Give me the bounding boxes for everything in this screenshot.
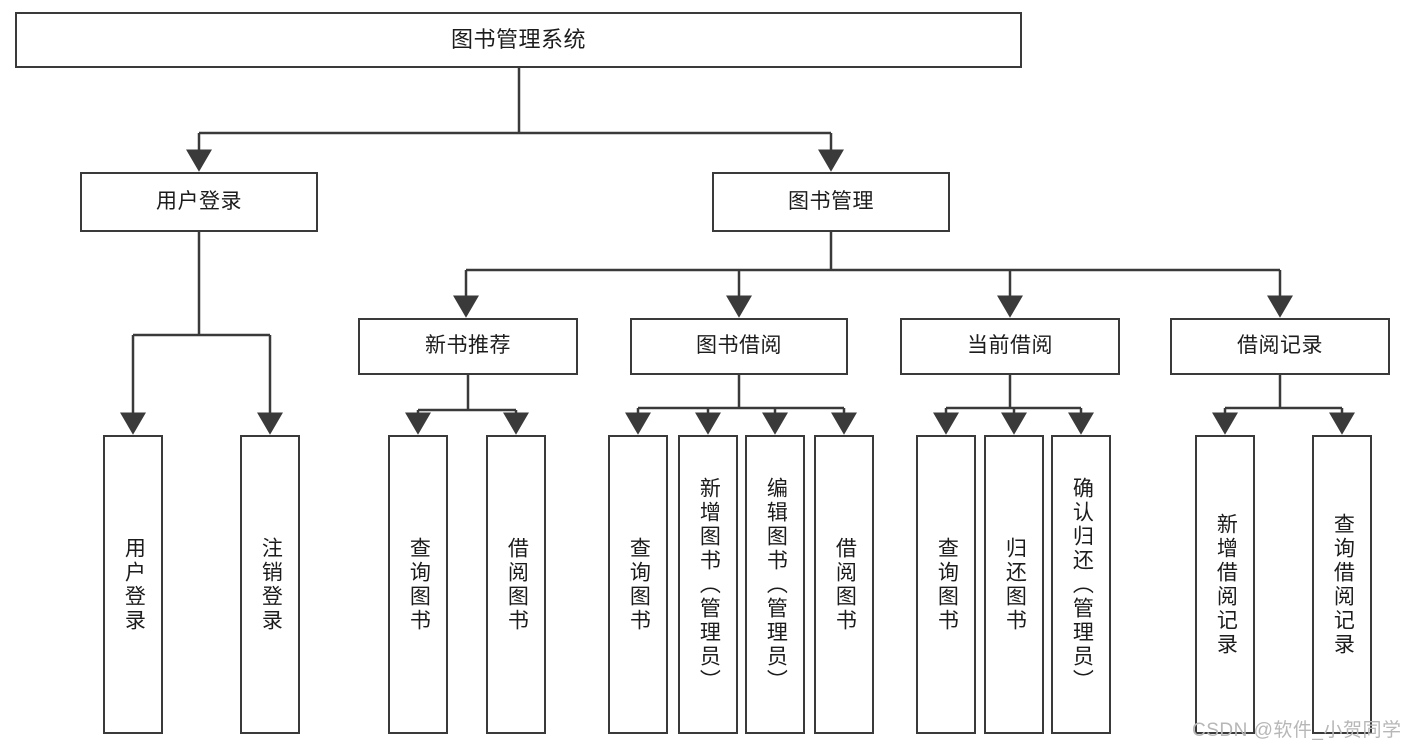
node-leaf-add-book-admin-label: 新增图书（管理员） (697, 476, 721, 693)
node-leaf-confirm-return-admin[interactable]: 确认归还（管理员） (1051, 435, 1111, 734)
node-leaf-query-book-rec-label: 查询图书 (407, 536, 431, 633)
node-leaf-user-login[interactable]: 用户登录 (103, 435, 163, 734)
node-book-manage[interactable]: 图书管理 (712, 172, 950, 232)
node-leaf-query-borrow-record-label: 查询借阅记录 (1331, 512, 1355, 657)
node-leaf-query-book-current[interactable]: 查询图书 (916, 435, 976, 734)
node-borrow-record[interactable]: 借阅记录 (1170, 318, 1390, 375)
node-new-book-recommend[interactable]: 新书推荐 (358, 318, 578, 375)
node-leaf-add-borrow-record[interactable]: 新增借阅记录 (1195, 435, 1255, 734)
node-leaf-return-book-label: 归还图书 (1003, 536, 1027, 633)
node-leaf-borrow-book[interactable]: 借阅图书 (814, 435, 874, 734)
node-leaf-query-book-borrow[interactable]: 查询图书 (608, 435, 668, 734)
node-leaf-borrow-book-rec[interactable]: 借阅图书 (486, 435, 546, 734)
node-root-label: 图书管理系统 (450, 27, 586, 53)
node-leaf-query-book-current-label: 查询图书 (935, 536, 959, 633)
node-leaf-confirm-return-admin-label: 确认归还（管理员） (1070, 476, 1094, 693)
node-current-borrow-label: 当前借阅 (967, 334, 1053, 358)
node-leaf-add-book-admin[interactable]: 新增图书（管理员） (678, 435, 738, 734)
node-user-login[interactable]: 用户登录 (80, 172, 318, 232)
node-leaf-logout-login[interactable]: 注销登录 (240, 435, 300, 734)
node-book-borrow[interactable]: 图书借阅 (630, 318, 848, 375)
node-book-manage-label: 图书管理 (788, 189, 874, 213)
node-leaf-borrow-book-rec-label: 借阅图书 (505, 536, 529, 633)
csdn-watermark: CSDN @软件_小贺同学 (1192, 720, 1402, 741)
node-leaf-return-book[interactable]: 归还图书 (984, 435, 1044, 734)
node-leaf-user-login-label: 用户登录 (122, 536, 146, 633)
node-borrow-record-label: 借阅记录 (1237, 334, 1323, 358)
node-leaf-edit-book-admin[interactable]: 编辑图书（管理员） (745, 435, 805, 734)
node-new-book-recommend-label: 新书推荐 (425, 334, 511, 358)
node-leaf-logout-login-label: 注销登录 (259, 536, 283, 633)
node-user-login-label: 用户登录 (156, 189, 242, 213)
node-root[interactable]: 图书管理系统 (15, 12, 1022, 68)
node-leaf-query-borrow-record[interactable]: 查询借阅记录 (1312, 435, 1372, 734)
node-leaf-query-book-borrow-label: 查询图书 (627, 536, 651, 633)
node-leaf-borrow-book-label: 借阅图书 (833, 536, 857, 633)
node-leaf-edit-book-admin-label: 编辑图书（管理员） (764, 476, 788, 693)
node-current-borrow[interactable]: 当前借阅 (900, 318, 1120, 375)
node-leaf-add-borrow-record-label: 新增借阅记录 (1214, 512, 1238, 657)
node-leaf-query-book-rec[interactable]: 查询图书 (388, 435, 448, 734)
node-book-borrow-label: 图书借阅 (696, 334, 782, 358)
